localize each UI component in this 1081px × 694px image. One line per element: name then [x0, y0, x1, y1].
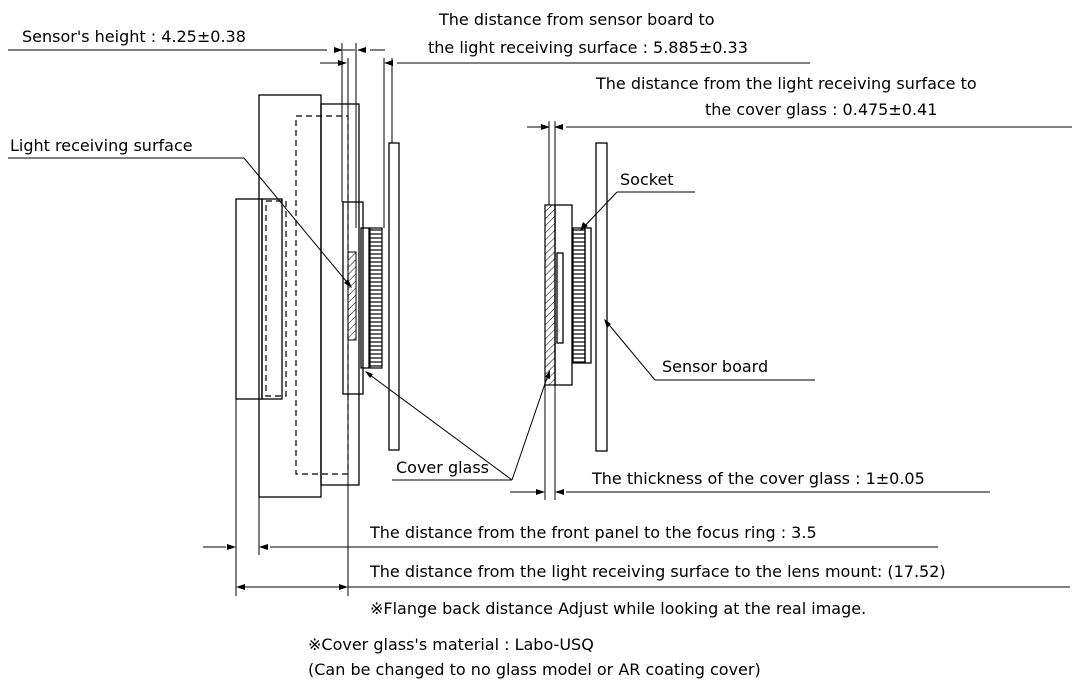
- sensor-board-right: [595, 142, 608, 452]
- light-receiving-surface-left: [347, 251, 357, 341]
- socket-frame-right: [584, 227, 592, 364]
- cover-glass-left: [360, 227, 370, 369]
- camera-body: [258, 94, 322, 498]
- left-assembly: [235, 94, 400, 498]
- surface-to-mount-label: The distance from the light receiving su…: [369, 562, 946, 581]
- cover-glass-label: Cover glass: [396, 458, 489, 477]
- sensor-board-left: [388, 142, 400, 451]
- camera-housing: [320, 103, 360, 486]
- labels: Sensor's height : 4.25±0.38 The distance…: [10, 10, 977, 679]
- lens-mount-hidden-outline: [265, 200, 287, 397]
- socket-label: Socket: [620, 170, 674, 189]
- cover-glass-right: [544, 204, 556, 386]
- top-dimensions: [8, 43, 1072, 252]
- sensor-height-label: Sensor's height : 4.25±0.38: [22, 27, 246, 46]
- leader-lines: [8, 157, 815, 481]
- front-panel: [235, 198, 263, 400]
- sensor-holder: [342, 201, 364, 395]
- distance-board-label-line2: the light receiving surface : 5.885±0.33: [428, 38, 748, 57]
- front-to-focus-label: The distance from the front panel to the…: [369, 523, 817, 542]
- cover-thickness-label: The thickness of the cover glass : 1±0.0…: [591, 469, 925, 488]
- distance-cover-label-line2: the cover glass : 0.475±0.41: [705, 100, 937, 119]
- material-note-line2: (Can be changed to no glass model or AR …: [308, 660, 761, 679]
- distance-board-label-line1: The distance from sensor board to: [438, 10, 715, 29]
- light-receiving-surface-right: [556, 252, 564, 344]
- housing-hidden-outline: [295, 115, 349, 475]
- right-assembly: [544, 142, 608, 452]
- sensor-package-right: [554, 204, 573, 386]
- socket-right: [572, 227, 586, 364]
- lens-mount-ring: [261, 198, 283, 400]
- sensor-board-label: Sensor board: [662, 357, 768, 376]
- flange-note: ※Flange back distance Adjust while looki…: [370, 599, 866, 618]
- socket-left: [369, 227, 383, 369]
- material-note-line1: ※Cover glass's material : Labo-USQ: [308, 635, 594, 654]
- distance-cover-label-line1: The distance from the light receiving su…: [595, 74, 977, 93]
- bottom-dimensions: [203, 340, 1070, 596]
- light-receiving-surface-label: Light receiving surface: [10, 136, 193, 155]
